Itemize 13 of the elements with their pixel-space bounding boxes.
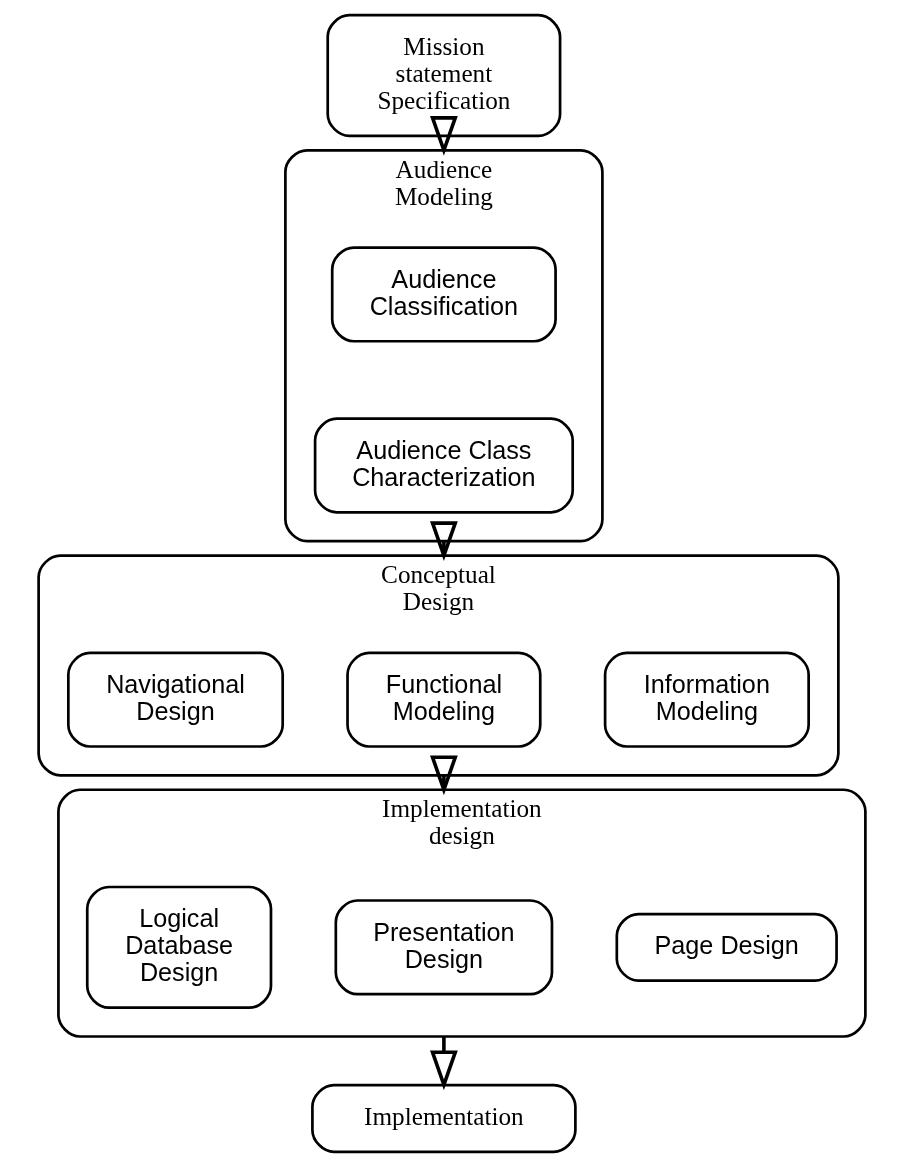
node-box: Logical Database Design [85,885,273,1010]
arrow [430,1036,458,1091]
node-box: Implementation [311,1083,577,1154]
node-box: Audience Class Characterization [313,417,575,514]
node-box: Navigational Design [67,651,285,748]
node-box: Presentation Design [334,899,554,996]
arrow [430,755,458,796]
node-box: Functional Modeling [346,651,542,748]
node-box: Information Modeling [603,651,810,748]
arrow [430,116,458,156]
node-box: Audience Classification [330,246,557,343]
arrow [430,521,458,562]
node-box: Page Design [615,912,838,982]
